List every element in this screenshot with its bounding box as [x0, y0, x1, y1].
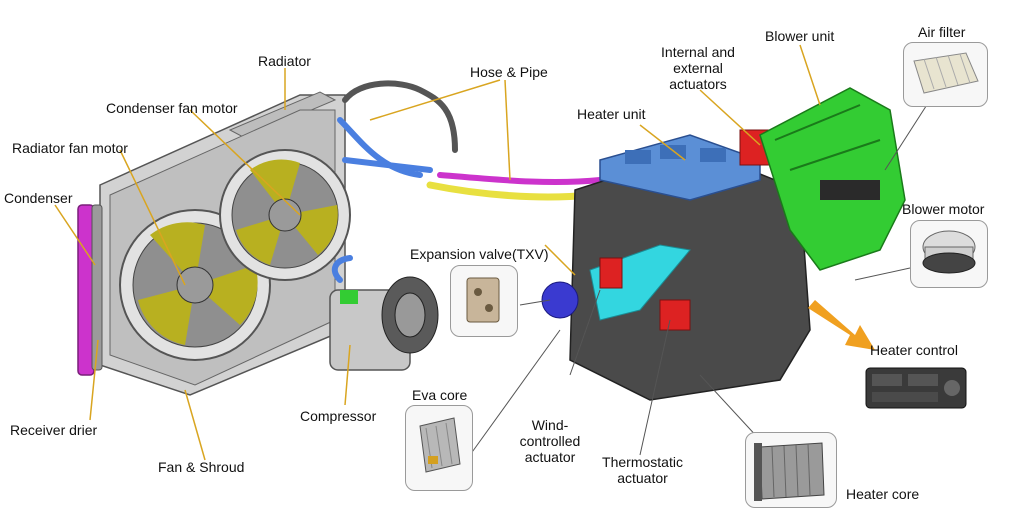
label-condenser: Condenser: [4, 190, 73, 206]
thermo-line-1: Thermostatic: [602, 454, 683, 470]
blower-unit-body: [759, 87, 906, 271]
label-condenser-fan-motor: Condenser fan motor: [106, 100, 238, 116]
heater-core-icon: [754, 442, 825, 501]
label-eva-core: Eva core: [412, 387, 468, 403]
compressor-unit: [329, 276, 439, 371]
label-receiver-drier: Receiver drier: [10, 422, 98, 438]
actuators-line-3: actuators: [669, 76, 727, 92]
label-internal-external-actuators: Internal and external actuators: [648, 44, 748, 92]
actuators-line-1: Internal and: [661, 44, 735, 60]
label-radiator-fan-motor: Radiator fan motor: [12, 140, 128, 156]
actuators-line-2: external: [673, 60, 723, 76]
expansion-valve-inset: [450, 265, 518, 337]
expansion-valve-icon: [466, 277, 500, 323]
label-expansion-valve: Expansion valve(TXV): [410, 246, 549, 262]
label-fan-shroud: Fan & Shroud: [158, 459, 245, 475]
wind-line-3: actuator: [524, 449, 576, 465]
label-air-filter: Air filter: [918, 24, 966, 40]
air-filter-inset: [903, 42, 988, 107]
label-wind-controlled-actuator: Wind- controlled actuator: [505, 417, 595, 465]
inset-pointer-lines: [469, 99, 931, 456]
receiver-drier-body: [91, 204, 103, 371]
blower-motor-inset: [910, 220, 988, 288]
wind-line-1: Wind-: [531, 417, 569, 433]
label-compressor: Compressor: [300, 408, 377, 424]
hose-pipes: [331, 80, 603, 283]
fan-left: [119, 209, 271, 361]
heater-control-arrow: [808, 300, 875, 350]
blower-motor-icon: [922, 230, 976, 274]
thermo-line-2: actuator: [617, 470, 668, 486]
leader-lines: [54, 44, 821, 461]
label-hose-pipe: Hose & Pipe: [470, 64, 548, 80]
label-heater-core: Heater core: [846, 486, 920, 502]
label-heater-unit: Heater unit: [577, 106, 646, 122]
hvac-case: [541, 129, 811, 401]
heater-core-inset: [745, 432, 837, 508]
label-heater-control: Heater control: [870, 342, 958, 358]
eva-core-inset: [405, 405, 473, 491]
label-blower-motor: Blower motor: [902, 201, 985, 217]
wind-line-2: controlled: [519, 433, 581, 449]
label-radiator: Radiator: [258, 53, 311, 69]
eva-core-icon: [419, 417, 461, 473]
heater-control-panel-icon: [865, 367, 967, 409]
fan-right: [219, 149, 351, 281]
label-thermostatic-actuator: Thermostatic actuator: [590, 454, 695, 486]
heater-control-inset: [862, 362, 970, 414]
label-blower-unit: Blower unit: [765, 28, 835, 44]
air-filter-icon: [913, 52, 979, 94]
